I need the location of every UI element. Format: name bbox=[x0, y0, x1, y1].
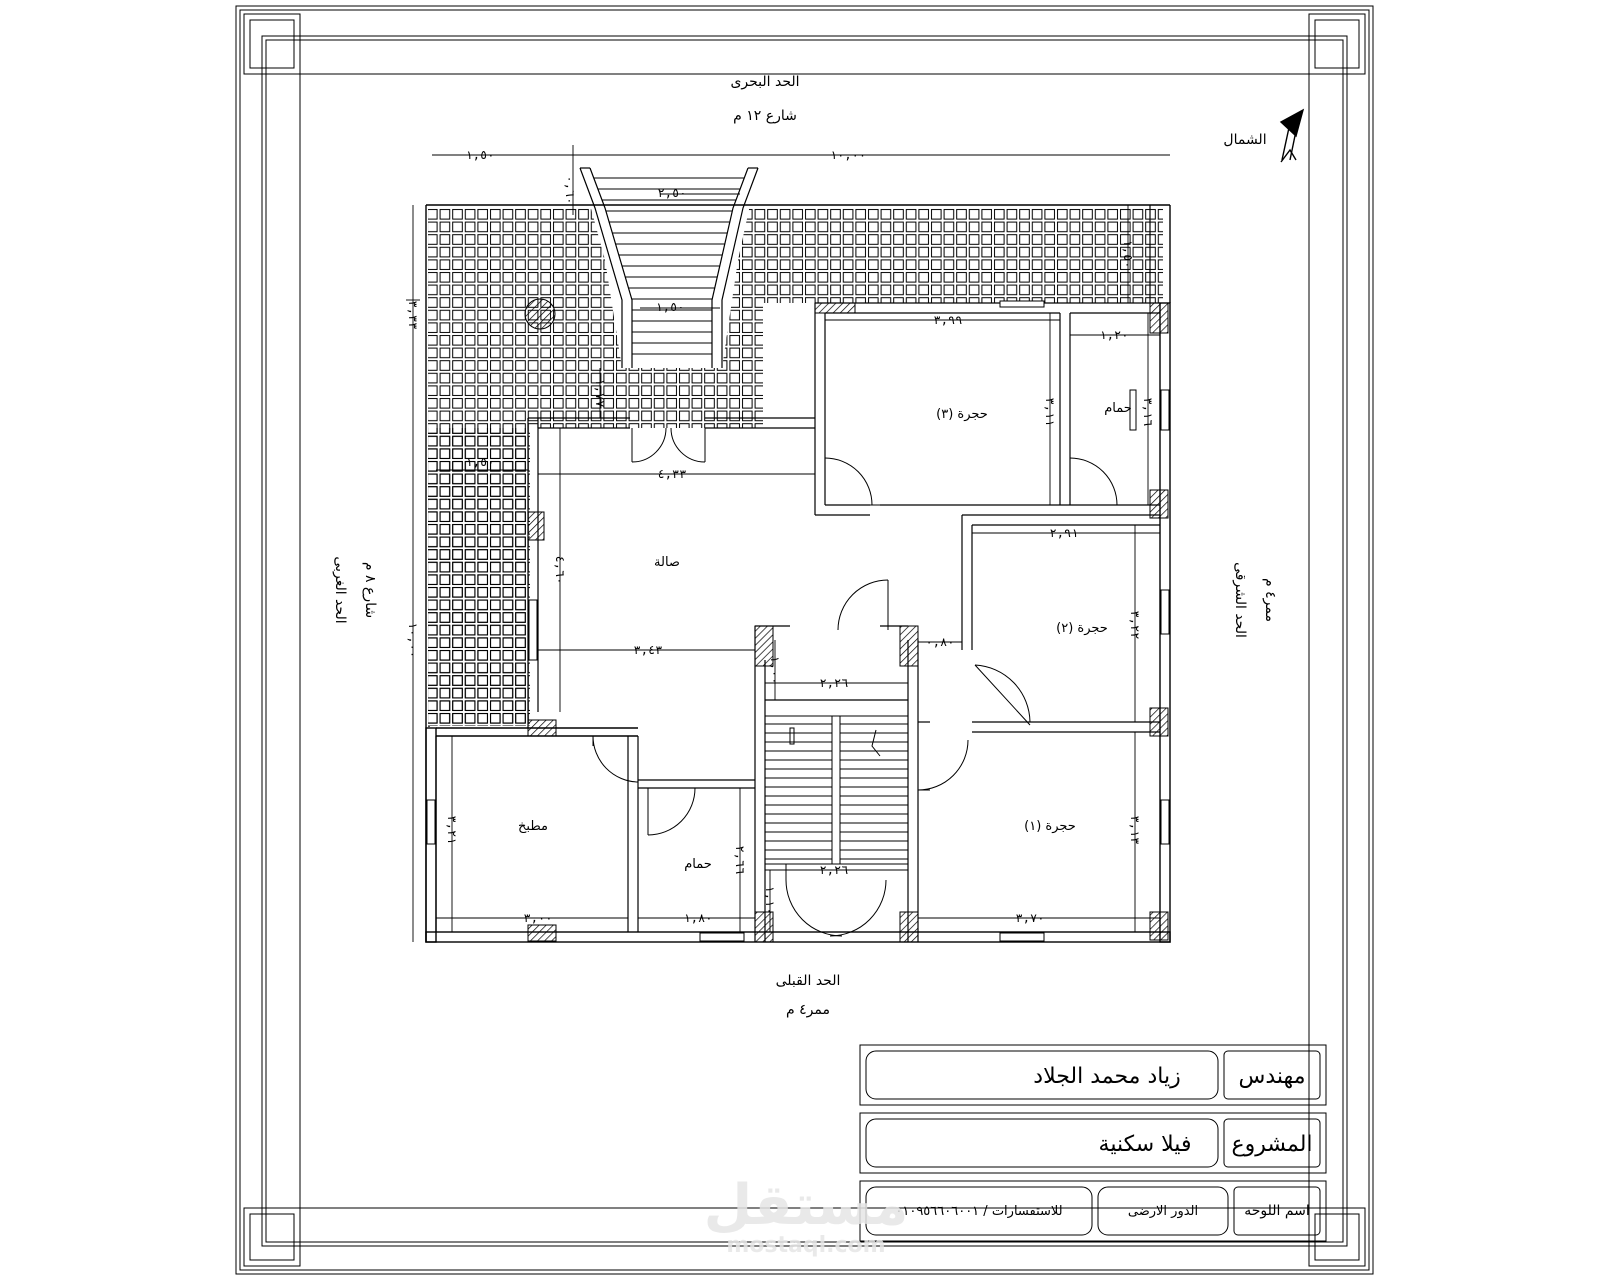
sheet-label: اسم اللوحه bbox=[1244, 1203, 1310, 1219]
room-label-hall: صالة bbox=[654, 555, 680, 570]
north-arrow-icon bbox=[1279, 108, 1305, 163]
watermark-url: mostaql.com bbox=[726, 1233, 885, 1258]
project-label: المشروع bbox=[1231, 1132, 1312, 1157]
dim-bath-top-height: ٣,١٦ bbox=[1141, 398, 1155, 427]
dim-stair-top: ٢,٥٠ bbox=[658, 186, 687, 200]
dim-room1-height: ٣,١٣ bbox=[1128, 816, 1142, 845]
entry-stair-mask bbox=[580, 168, 758, 368]
dim-terrace-right: ١,٥٠ bbox=[1121, 240, 1135, 269]
dim-kitchen-height: ٣,٢١ bbox=[445, 816, 459, 845]
dim-room1-width: ٣,٧٠ bbox=[1016, 911, 1045, 925]
south-boundary-label: الحد القبلى bbox=[776, 973, 841, 989]
dimension-texts: ١,٥٠ ١٠,٠٠ ٢,٥٠ ١,٥٠ ٠,٦٠ ١٠,٠٠ ٣,٣٣ ١,٥… bbox=[406, 148, 1155, 925]
north-street-label: شارع ١٢ م bbox=[733, 108, 797, 124]
windows bbox=[426, 300, 1170, 942]
dim-hall-mid: ٣,٤٣ bbox=[634, 643, 663, 657]
dim-room3-height: ٣,١١ bbox=[1043, 398, 1057, 427]
dim-bath-bottom-width: ١,٨٠ bbox=[684, 911, 713, 925]
watermark-logo: مستقل bbox=[704, 1173, 909, 1238]
dim-entry-height: ١,٧٧ bbox=[593, 379, 607, 408]
columns bbox=[527, 302, 1169, 943]
entry-stair-treads bbox=[593, 177, 745, 355]
project-name: فيلا سكنية bbox=[1099, 1132, 1192, 1157]
north-boundary-label: الحد البحرى bbox=[730, 74, 799, 90]
dim-hall-height: ٤,٦٠ bbox=[553, 556, 567, 585]
east-boundary-label: الحد الشرقى bbox=[1232, 562, 1248, 638]
dim-left-total: ١٠,٠٠ bbox=[406, 622, 420, 658]
dim-top-left: ١,٥٠ bbox=[466, 148, 495, 162]
south-street-label: ممر٤ م bbox=[786, 1002, 830, 1018]
dim-top-total: ١٠,٠٠ bbox=[830, 148, 866, 162]
dim-kitchen-width: ٣,٠٠ bbox=[524, 911, 553, 925]
engineer-label: مهندس bbox=[1239, 1064, 1306, 1089]
sheet-frame bbox=[235, 5, 1374, 1275]
entry-stair bbox=[579, 167, 759, 368]
room-label-room1: حجرة (١) bbox=[1024, 819, 1076, 834]
dim-terrace-width: ١,٥٠ bbox=[466, 455, 495, 469]
sheet-name: الدور الارضى bbox=[1128, 1204, 1198, 1219]
dim-stair-mid: ١,٥٠ bbox=[656, 300, 685, 314]
contact-text: للاستفسارات / ٠١٠٩٥٦٦٠٦٠٠١ bbox=[895, 1204, 1062, 1219]
dim-bath-bottom-height: ٢,٦٦ bbox=[733, 846, 747, 875]
dim-hall-top: ٤,٣٣ bbox=[658, 467, 687, 481]
dim-left-upper: ٣,٣٣ bbox=[406, 301, 420, 330]
west-street-label: شارع ٨ م bbox=[362, 562, 378, 618]
dim-room2-height: ٣,٢٢ bbox=[1128, 611, 1142, 640]
dim-stair-gap: ٠,٦٠ bbox=[563, 176, 577, 205]
room-label-room2: حجرة (٢) bbox=[1056, 621, 1108, 636]
dim-stair-height-2: ١,١٠ bbox=[763, 886, 777, 915]
doors bbox=[592, 427, 1120, 937]
north-arrow-label: الشمال bbox=[1223, 132, 1266, 148]
west-boundary-label: الحد الغربى bbox=[332, 556, 348, 623]
dim-bath-top-width: ١,٢٠ bbox=[1100, 328, 1129, 342]
room-label-bath-top: حمام bbox=[1104, 401, 1132, 416]
dim-stair-height-1: ١,٠٠ bbox=[768, 656, 782, 685]
east-street-label: ممر٤ م bbox=[1262, 578, 1278, 622]
dim-room3-width: ٣,٩٩ bbox=[934, 313, 963, 327]
room-label-kitchen: مطبخ bbox=[518, 819, 548, 834]
dim-room2-width: ٢,٩١ bbox=[1050, 526, 1079, 540]
dim-corridor-width: ٠,٨٠ bbox=[926, 635, 955, 649]
tree-symbol bbox=[524, 298, 556, 330]
room-label-bath-bottom: حمام bbox=[684, 857, 712, 872]
dim-stair-width-1: ٢,٢٦ bbox=[820, 676, 849, 690]
title-block bbox=[859, 1044, 1327, 1242]
dim-stair-width-2: ٢,٢٦ bbox=[820, 863, 849, 877]
internal-stair-treads bbox=[765, 723, 908, 860]
room-label-room3: حجرة (٣) bbox=[936, 407, 988, 422]
engineer-name: زياد محمد الجلاد bbox=[1033, 1064, 1180, 1089]
dimension-lines bbox=[406, 145, 1170, 942]
